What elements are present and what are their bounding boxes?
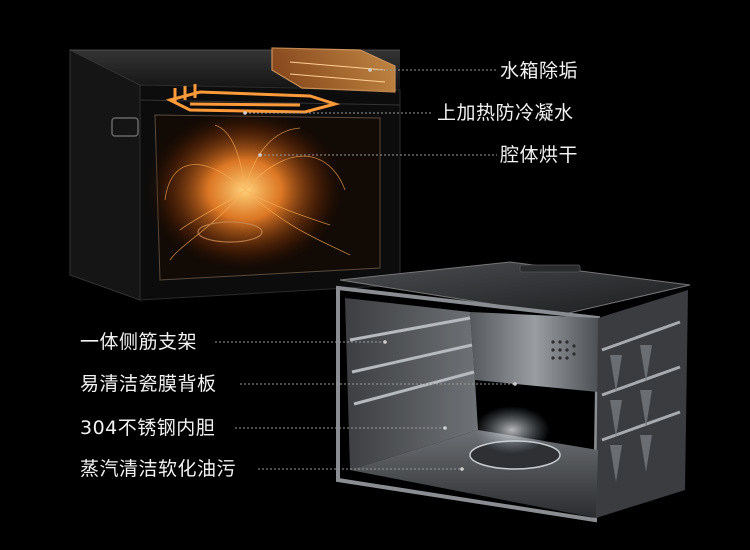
top-oven	[69, 47, 401, 301]
label-back-panel: 易清洁瓷膜背板	[80, 373, 217, 395]
side-handle	[111, 117, 139, 137]
airflow-lines	[164, 124, 351, 261]
cavity-back-wall	[470, 312, 600, 392]
left-side-ribs	[349, 316, 475, 406]
label-stainless-liner: 304不锈钢内胆	[80, 417, 216, 439]
label-upper-heating: 上加热防冷凝水	[437, 102, 574, 124]
bottom-cavity	[336, 261, 691, 523]
fan-base	[197, 221, 263, 243]
water-tank	[271, 47, 396, 93]
upper-heating-element	[165, 84, 341, 114]
leader-dots	[243, 68, 517, 471]
top-oven-left-face	[69, 49, 141, 301]
label-cavity-drying: 腔体烘干	[500, 144, 579, 166]
right-side-ribs	[601, 320, 681, 442]
leader-lines	[215, 69, 515, 470]
cavity-outer-frame	[336, 285, 601, 523]
right-rib-triangles	[610, 345, 652, 482]
label-steam-cleaning: 蒸汽清洁软化油污	[80, 458, 237, 480]
label-descaling: 水箱除垢	[500, 60, 579, 82]
control-strip	[519, 264, 581, 273]
back-wall-vent	[551, 340, 576, 360]
label-side-rack: 一体侧筋支架	[80, 331, 198, 353]
steam-cloud	[474, 406, 550, 454]
